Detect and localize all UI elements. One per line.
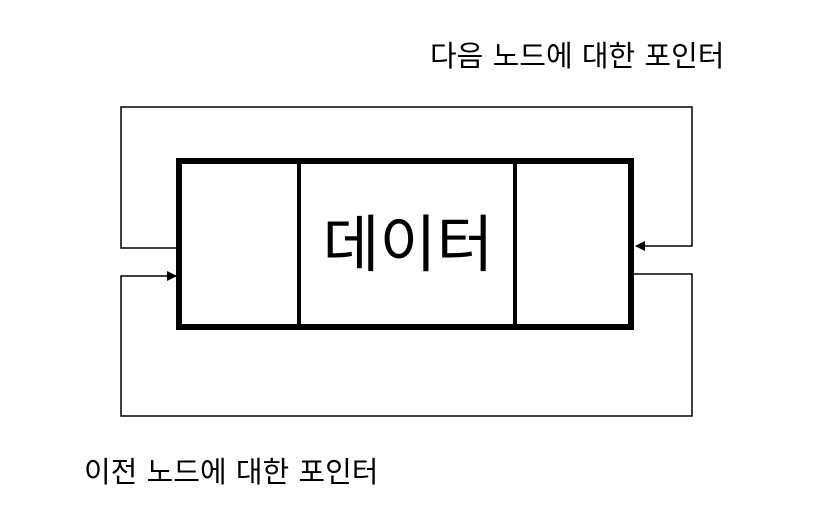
prev-pointer-label: 이전 노드에 대한 포인터 — [84, 455, 378, 489]
node-box — [176, 158, 634, 330]
prev-pointer-line — [120, 271, 693, 417]
next-pointer-line — [120, 106, 693, 251]
next-pointer-label: 다음 노드에 대한 포인터 — [430, 39, 724, 73]
node-data-label: 데이터 — [322, 208, 493, 281]
